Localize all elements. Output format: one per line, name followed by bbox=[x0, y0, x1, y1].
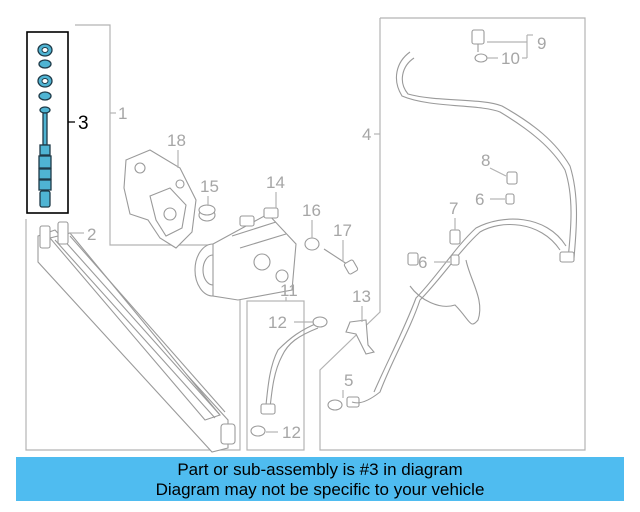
callout-15: 15 bbox=[200, 177, 219, 196]
cap-10-drawing bbox=[474, 53, 488, 63]
callout-11: 11 bbox=[280, 281, 298, 300]
callout-16: 16 bbox=[302, 201, 321, 220]
callout-12-upper: 12 bbox=[268, 313, 287, 332]
o-ring-12-lower-drawing bbox=[250, 425, 266, 437]
caption-banner: Part or sub-assembly is #3 in diagram Di… bbox=[16, 457, 624, 501]
callout-6-upper: 6 bbox=[475, 190, 484, 209]
callout-18: 18 bbox=[167, 131, 186, 150]
bolt-17-drawing bbox=[323, 248, 359, 275]
seal-6-upper-drawing bbox=[505, 193, 515, 205]
part-3-highlight-box[interactable] bbox=[26, 31, 69, 214]
callout-13: 13 bbox=[352, 287, 371, 306]
bracket-drawing bbox=[123, 149, 197, 249]
callout-5: 5 bbox=[344, 371, 353, 390]
frame-lines-group bbox=[319, 17, 586, 451]
callout-3[interactable]: 3 bbox=[78, 113, 89, 134]
callout-9: 9 bbox=[537, 34, 546, 53]
cap-8-drawing bbox=[506, 171, 518, 185]
compressor-drawing bbox=[194, 207, 297, 301]
callout-4: 4 bbox=[362, 125, 371, 144]
valve-9-drawing bbox=[471, 29, 485, 52]
callout-10: 10 bbox=[501, 49, 520, 68]
frame-pipe-11-group bbox=[246, 300, 305, 451]
callout-8: 8 bbox=[481, 151, 490, 170]
callout-2: 2 bbox=[87, 225, 96, 244]
o-ring-16-drawing bbox=[304, 237, 320, 251]
condenser-drawing bbox=[37, 221, 236, 453]
leader-lines bbox=[68, 34, 533, 433]
caption-line-1: Part or sub-assembly is #3 in diagram bbox=[177, 460, 463, 479]
callout-12-lower: 12 bbox=[282, 423, 301, 442]
caption-line-2: Diagram may not be specific to your vehi… bbox=[155, 480, 485, 499]
callout-14: 14 bbox=[266, 173, 285, 192]
bushing-drawing bbox=[198, 204, 216, 222]
sensor-5-drawing bbox=[327, 396, 360, 411]
callout-6-lower: 6 bbox=[418, 253, 427, 272]
bracket-13-drawing bbox=[345, 319, 375, 355]
refrigerant-lines-drawing bbox=[351, 51, 578, 404]
seal-6-lower-drawing bbox=[450, 254, 460, 266]
callout-17: 17 bbox=[333, 221, 352, 240]
callout-7: 7 bbox=[449, 199, 458, 218]
valve-7-drawing bbox=[449, 229, 461, 245]
callout-1: 1 bbox=[118, 104, 127, 123]
